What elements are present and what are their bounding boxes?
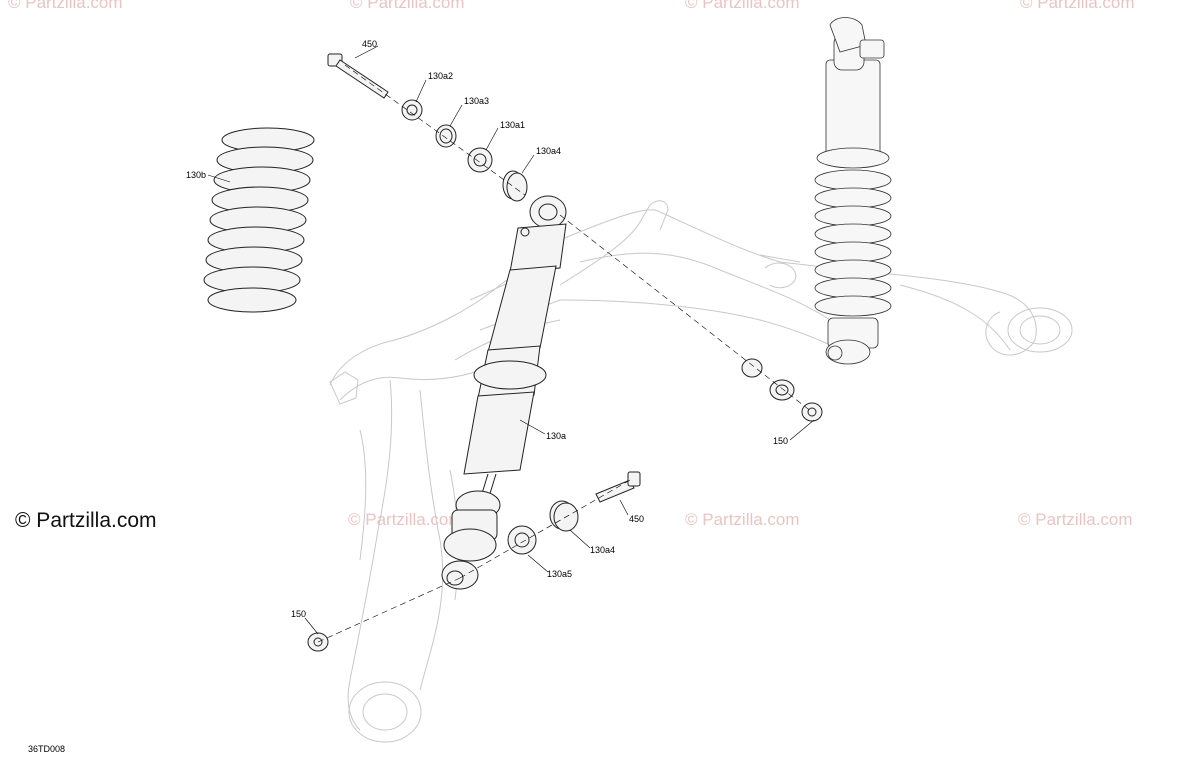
callout-labels: 450 130a2 130a3 130a1 130a4 130b 130a 15…	[186, 39, 788, 619]
watermark-layer: © Partzilla.com © Partzilla.com © Partzi…	[8, 0, 1135, 529]
leader-lines	[207, 45, 815, 635]
partzilla-brand: © Partzilla.com	[15, 509, 157, 532]
callout-130a5: 130a5	[547, 569, 572, 579]
callout-130a4-top: 130a4	[536, 146, 561, 156]
assembled-shock-right	[814, 17, 892, 365]
right-hardware	[741, 358, 823, 422]
watermark: © Partzilla.com	[8, 0, 123, 12]
watermark: © Partzilla.com	[1018, 510, 1133, 529]
callout-130a1: 130a1	[500, 120, 525, 130]
watermark: © Partzilla.com	[1020, 0, 1135, 12]
callout-130b: 130b	[186, 170, 206, 180]
a-arm-ghost	[329, 200, 1073, 743]
assembly-axes	[317, 64, 813, 643]
callout-130a: 130a	[546, 431, 566, 441]
watermark: © Partzilla.com	[685, 0, 800, 12]
callout-450-bottom: 450	[629, 514, 644, 524]
top-hardware	[327, 53, 528, 202]
watermark: © Partzilla.com	[685, 510, 800, 529]
callout-150-right: 150	[773, 436, 788, 446]
coil-spring-130b	[203, 127, 315, 313]
callout-130a3: 130a3	[464, 96, 489, 106]
callout-130a2: 130a2	[428, 71, 453, 81]
shock-absorber-130a	[441, 195, 567, 590]
callout-150-left: 150	[291, 609, 306, 619]
diagram-code: 36TD008	[28, 744, 65, 754]
coil-spring-right	[814, 169, 892, 317]
watermark: © Partzilla.com	[350, 0, 465, 12]
watermark: © Partzilla.com	[348, 510, 463, 529]
callout-130a4-bottom: 130a4	[590, 545, 615, 555]
callout-450-top: 450	[362, 39, 377, 49]
